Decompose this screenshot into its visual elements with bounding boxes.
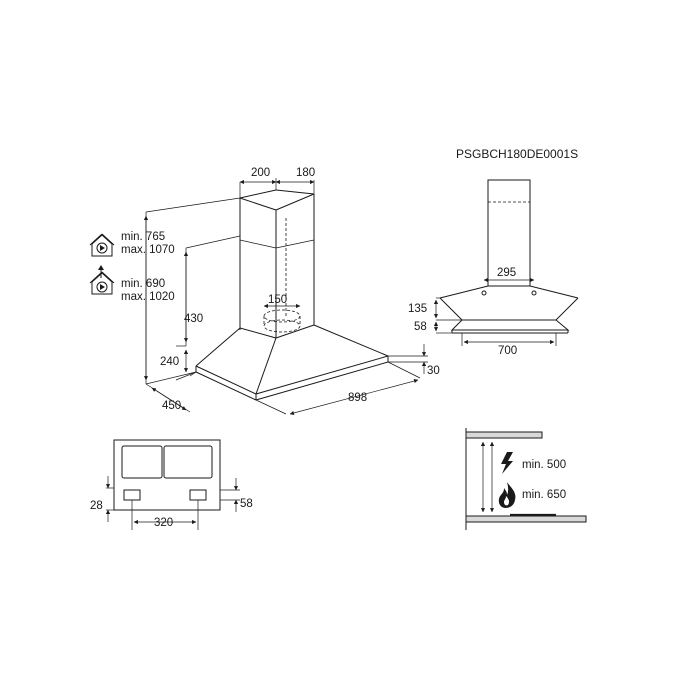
dim-135-label: 135 xyxy=(408,303,427,315)
recirc-min-label: min. 765 xyxy=(121,231,165,243)
dim-430-label: 430 xyxy=(184,313,203,325)
main-isometric-view: 200 180 min. 765 max. 1070 xyxy=(89,167,440,416)
dim-295-label: 295 xyxy=(497,267,516,279)
dim-240-label: 240 xyxy=(160,356,179,368)
dim-430: 430 xyxy=(183,235,241,346)
electric-min-label: min. 500 xyxy=(522,459,566,471)
gas-flame-icon xyxy=(498,482,516,508)
dim-898: 898 xyxy=(255,361,421,416)
extraction-mode-icon xyxy=(89,265,115,295)
extract-min-label: min. 690 xyxy=(121,278,165,290)
dim-overall-height xyxy=(143,197,241,385)
dim-58-bottom-label: 58 xyxy=(240,498,253,510)
electric-hob-icon xyxy=(501,452,513,474)
dim-240: 240 xyxy=(160,345,197,381)
dim-200-label: 200 xyxy=(251,167,270,179)
clearance-view: min. 500 min. 650 xyxy=(465,428,587,530)
recirculation-mode-icon xyxy=(89,233,115,257)
front-view: 295 135 58 700 xyxy=(408,179,579,357)
canopy xyxy=(195,324,389,401)
model-code: PSGBCH180DE0001S xyxy=(456,147,578,161)
air-outlet xyxy=(263,309,301,333)
gas-min-label: min. 650 xyxy=(522,489,566,501)
dim-450-label: 450 xyxy=(162,400,181,412)
dim-180-label: 180 xyxy=(296,167,315,179)
extract-max-label: max. 1020 xyxy=(121,291,175,303)
dim-28-label: 28 xyxy=(90,500,103,512)
dim-chimney-top: 200 180 xyxy=(239,167,315,198)
dim-898-label: 898 xyxy=(348,392,367,404)
bottom-view: 28 58 320 xyxy=(90,439,253,530)
dim-320-label: 320 xyxy=(154,517,173,529)
dim-30: 30 xyxy=(388,344,440,377)
dim-30-label: 30 xyxy=(427,365,440,377)
dim-150: 150 xyxy=(263,294,301,309)
recirc-max-label: max. 1070 xyxy=(121,244,175,256)
dim-150-label: 150 xyxy=(268,294,287,306)
dim-700-label: 700 xyxy=(498,345,517,357)
chimney xyxy=(239,189,315,338)
dim-450: 450 xyxy=(145,371,197,413)
extraction-spec: min. 690 max. 1020 xyxy=(89,265,175,303)
recirculation-spec: min. 765 max. 1070 xyxy=(89,231,175,257)
dim-58-label: 58 xyxy=(414,321,427,333)
